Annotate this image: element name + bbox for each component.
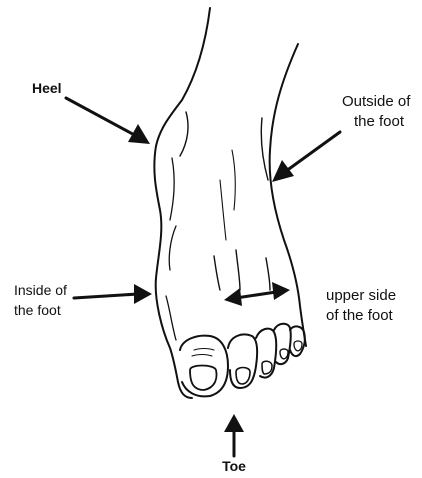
inside-arrowhead: [134, 284, 152, 304]
ankle-line-c: [169, 226, 176, 270]
outside-label-line-2: the foot: [342, 112, 410, 132]
heel-label: Heel: [32, 80, 62, 97]
upper-arrow-line: [236, 292, 276, 298]
big-toenail: [190, 366, 217, 391]
heel-label-text: Heel: [32, 80, 62, 96]
big-toe-crease: [192, 349, 214, 357]
top-foot-lines: [220, 150, 235, 240]
outside-arrowhead: [272, 160, 294, 182]
heel-arrow-line: [66, 98, 140, 138]
toe-3: [256, 329, 276, 378]
outside-label-line-1: Outside of: [342, 92, 410, 112]
tendon-lines: [214, 250, 270, 290]
toenail-5: [294, 341, 302, 351]
upper-label: upper side of the foot: [326, 286, 396, 326]
outside-arrow-line: [282, 132, 340, 174]
foot-edge-left: [166, 296, 176, 340]
upper-arrowhead-right: [272, 282, 290, 300]
inside-arrow-line: [74, 294, 138, 298]
inside-label-line-1: Inside of: [14, 280, 67, 300]
toe-label-text: Toe: [222, 458, 246, 474]
upper-label-line-1: upper side: [326, 286, 396, 306]
inside-label-line-2: the foot: [14, 300, 67, 320]
toenail-2: [236, 368, 250, 385]
leg-outline-left: [154, 8, 210, 398]
toe-arrowhead: [224, 414, 244, 432]
leg-outline-right: [270, 44, 306, 346]
inside-label: Inside of the foot: [14, 280, 67, 320]
ankle-line-a: [180, 112, 188, 156]
shin-line: [261, 118, 268, 180]
outside-label: Outside of the foot: [342, 92, 410, 132]
upper-label-line-2: of the foot: [326, 306, 396, 326]
upper-arrowhead-left: [224, 288, 242, 306]
toenail-3: [262, 361, 272, 374]
toe-2: [228, 335, 257, 389]
ankle-line-b: [170, 158, 174, 220]
toenail-4: [280, 349, 288, 359]
toe-label: Toe: [216, 458, 252, 475]
